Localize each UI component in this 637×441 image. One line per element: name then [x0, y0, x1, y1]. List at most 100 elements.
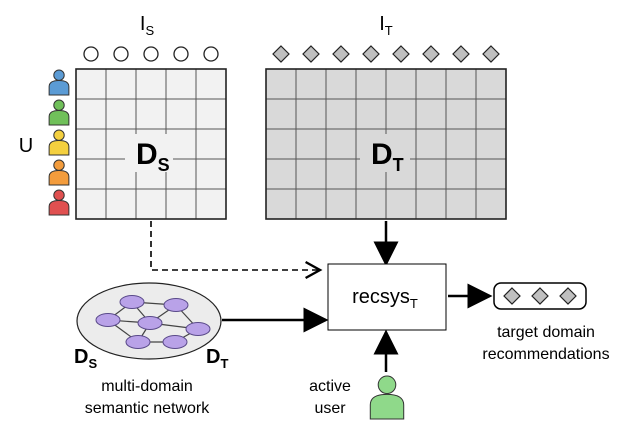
- matrix-cell: [75, 98, 107, 130]
- matrix-cell: [475, 68, 507, 100]
- network-nodes: [95, 295, 211, 349]
- network-node: [95, 313, 121, 327]
- matrix-cell: [445, 158, 477, 190]
- source-items-row: [83, 46, 219, 62]
- circle-item-icon: [173, 46, 189, 62]
- matrix-cell: [415, 158, 447, 190]
- circle-item-icon: [143, 46, 159, 62]
- active-user-caption-line2: user: [314, 400, 346, 417]
- matrix-border: [265, 68, 507, 220]
- matrix-cell: [165, 188, 197, 220]
- matrix-cell: [475, 188, 507, 220]
- users-label: U: [19, 135, 33, 157]
- matrix-cell: [75, 68, 107, 100]
- matrix-cell: [265, 188, 297, 220]
- matrix-cell: [355, 68, 387, 100]
- matrix-cell: [415, 188, 447, 220]
- matrix-cell: [475, 98, 507, 130]
- recsys-box: [327, 263, 447, 331]
- matrix-cell: [325, 98, 357, 130]
- matrix-cell: [295, 68, 327, 100]
- target-items-label: IT: [379, 13, 393, 38]
- matrix-cell: [265, 98, 297, 130]
- user-icon: [48, 69, 70, 96]
- matrix-cell: [195, 188, 227, 220]
- network-target-label: DT: [206, 346, 228, 371]
- recommendations-caption-line1: target domain: [497, 324, 595, 341]
- matrix-cell: [445, 128, 477, 160]
- matrix-cell: [295, 158, 327, 190]
- target-matrix-label: DT: [371, 138, 404, 175]
- diamond-item-icon: [302, 45, 320, 63]
- network-node: [162, 335, 188, 349]
- matrix-cell: [445, 98, 477, 130]
- diamond-item-icon: [422, 45, 440, 63]
- user-icon: [48, 159, 70, 186]
- matrix-cell: [265, 158, 297, 190]
- circle-item-icon: [113, 46, 129, 62]
- matrix-cell: [75, 158, 107, 190]
- matrix-cell: [325, 188, 357, 220]
- diamond-item-icon: [362, 45, 380, 63]
- matrix-cell: [355, 188, 387, 220]
- network-node: [119, 295, 145, 309]
- matrix-cell: [195, 128, 227, 160]
- matrix-cell: [195, 158, 227, 190]
- source-to-recsys-dashed-arrow: [150, 221, 323, 280]
- user-icon: [48, 99, 70, 126]
- circle-item-icon: [203, 46, 219, 62]
- matrix-cell: [295, 98, 327, 130]
- matrix-cell: [355, 98, 387, 130]
- matrix-cell: [105, 188, 137, 220]
- active-user-caption-line1: active: [309, 378, 351, 395]
- matrix-cell: [475, 158, 507, 190]
- semantic-network: [76, 282, 222, 360]
- diamond-item-icon: [452, 45, 470, 63]
- diamond-item-icon: [531, 287, 549, 305]
- diamond-item-icon: [503, 287, 521, 305]
- source-matrix-label-bg: [125, 134, 173, 172]
- network-caption-line2: semantic network: [85, 400, 210, 417]
- matrix-cell: [165, 68, 197, 100]
- matrix-cell: [385, 98, 417, 130]
- matrix-cell: [265, 128, 297, 160]
- network-source-label: DS: [74, 346, 97, 371]
- source-matrix-label: DS: [136, 138, 170, 175]
- matrix-cell: [295, 128, 327, 160]
- target-items-row: [272, 45, 500, 63]
- recommended-items: [503, 287, 577, 305]
- active-user-icon: [369, 375, 405, 420]
- matrix-cell: [105, 68, 137, 100]
- network-node: [185, 322, 211, 336]
- diamond-item-icon: [272, 45, 290, 63]
- diamond-item-icon: [559, 287, 577, 305]
- matrix-cell: [385, 188, 417, 220]
- network-node: [137, 316, 163, 330]
- circle-item-icon: [83, 46, 99, 62]
- matrix-cell: [325, 128, 357, 160]
- matrix-border: [75, 68, 227, 220]
- matrix-cell: [75, 188, 107, 220]
- recsys-label: recsysT: [352, 286, 418, 311]
- user-icon: [48, 189, 70, 216]
- matrix-cell: [135, 98, 167, 130]
- recommendations-caption-line2: recommendations: [482, 346, 609, 363]
- users-column: [48, 69, 70, 216]
- matrix-cell: [415, 68, 447, 100]
- diamond-item-icon: [392, 45, 410, 63]
- network-node: [125, 335, 151, 349]
- matrix-cell: [325, 158, 357, 190]
- matrix-cell: [195, 98, 227, 130]
- matrix-cell: [195, 68, 227, 100]
- matrix-cell: [135, 68, 167, 100]
- diamond-item-icon: [332, 45, 350, 63]
- user-icon: [48, 129, 70, 156]
- target-matrix-label-bg: [360, 134, 410, 172]
- matrix-cell: [385, 68, 417, 100]
- matrix-cell: [445, 68, 477, 100]
- source-items-label: IS: [140, 13, 155, 38]
- matrix-cell: [415, 128, 447, 160]
- user-icon: [369, 375, 405, 420]
- matrix-cell: [415, 98, 447, 130]
